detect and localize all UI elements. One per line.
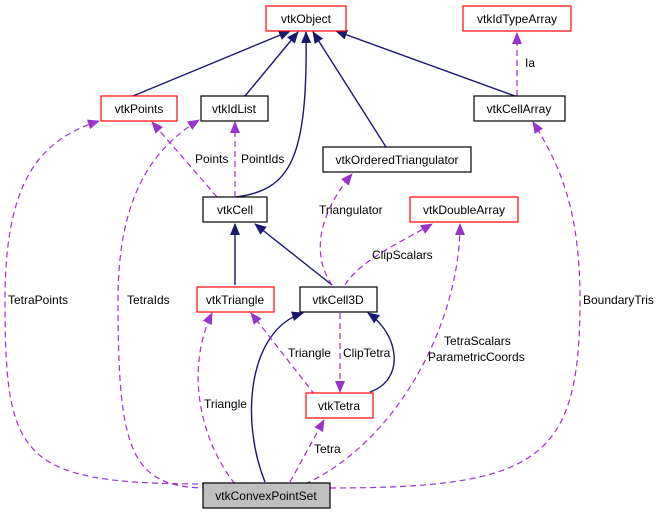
node-vtkconvexpointset[interactable]: vtkConvexPointSet: [202, 482, 331, 509]
edge-cellarray-to-object: [335, 30, 516, 97]
nodes: vtkObject vtkIdTypeArray vtkPoints vtkId…: [100, 5, 572, 509]
node-vtktriangle-label: vtkTriangle: [206, 293, 265, 307]
edge-idlist-to-object: [244, 31, 299, 97]
node-vtkcellarray-label: vtkCellArray: [487, 102, 552, 116]
edge-triangle-tetra: [250, 312, 316, 396]
node-vtkidlist[interactable]: vtkIdList: [200, 95, 269, 122]
edge-triangulator: [319, 173, 353, 286]
node-vtkcell3d-label: vtkCell3D: [312, 293, 364, 307]
edge-tetra-to-cell3d: [367, 312, 395, 393]
edge-boundarytris: [329, 121, 581, 489]
edge-label-pointids: PointIds: [241, 152, 284, 166]
node-vtkcell-label: vtkCell: [217, 203, 253, 217]
edge-label-triangulator: Triangulator: [319, 203, 383, 217]
node-vtktriangle[interactable]: vtkTriangle: [196, 286, 275, 313]
edge-tetra: [289, 419, 325, 483]
node-vtkpoints[interactable]: vtkPoints: [100, 95, 178, 122]
edge-label-tetra: Tetra: [314, 442, 341, 456]
edge-cell-to-object: [235, 31, 312, 198]
node-vtkobject[interactable]: vtkObject: [265, 5, 347, 32]
edge-labels: Ia Points PointIds Triangulator ClipScal…: [8, 56, 654, 456]
edge-label-tetraids: TetraIds: [127, 293, 170, 307]
edge-label-cliptetra: ClipTetra: [343, 346, 391, 360]
node-vtkidtypearray[interactable]: vtkIdTypeArray: [462, 5, 572, 32]
inheritance-edges: [132, 30, 516, 483]
edge-label-boundarytris: BoundaryTris: [583, 293, 654, 307]
node-vtktetra[interactable]: vtkTetra: [305, 392, 374, 419]
edge-tetraids: [117, 119, 209, 489]
usage-edges: [4, 32, 581, 489]
node-vtkcell[interactable]: vtkCell: [202, 196, 268, 223]
edge-tetrascalars: [304, 223, 465, 485]
edge-clipscalars: [344, 223, 433, 286]
edge-orderedtri-to-object: [312, 31, 387, 148]
node-vtkdoublearray-label: vtkDoubleArray: [423, 203, 505, 217]
node-vtkidtypearray-label: vtkIdTypeArray: [477, 12, 557, 26]
node-vtkconvexpointset-label: vtkConvexPointSet: [215, 489, 317, 503]
edge-points-to-object: [132, 30, 291, 97]
edge-label-clipscalars: ClipScalars: [372, 248, 433, 262]
edge-tetrapoints: [4, 119, 209, 485]
edge-triangle-convex: [197, 312, 236, 485]
node-vtkcell3d[interactable]: vtkCell3D: [299, 286, 378, 313]
edge-label-ia: Ia: [525, 56, 535, 70]
edge-label-triangle-convex: Triangle: [204, 397, 247, 411]
node-vtkcellarray[interactable]: vtkCellArray: [473, 95, 566, 122]
edge-label-tetrapoints: TetraPoints: [8, 293, 68, 307]
edge-label-tetrascalars: TetraScalars: [444, 334, 511, 348]
node-vtktetra-label: vtkTetra: [318, 399, 360, 413]
edge-label-parametriccoords: ParametricCoords: [428, 350, 525, 364]
node-vtkobject-label: vtkObject: [281, 12, 332, 26]
edge-cell3d-to-cell: [254, 223, 333, 286]
edge-label-triangle-tetra: Triangle: [288, 346, 331, 360]
edge-points: [151, 121, 218, 198]
node-vtkidlist-label: vtkIdList: [212, 102, 257, 116]
node-vtkorderedtriangulator-label: vtkOrderedTriangulator: [336, 153, 459, 167]
node-vtkpoints-label: vtkPoints: [115, 102, 164, 116]
edge-label-points: Points: [195, 152, 228, 166]
node-vtkorderedtriangulator[interactable]: vtkOrderedTriangulator: [322, 146, 472, 173]
edge-convex-to-cell3d: [250, 311, 304, 483]
node-vtkdoublearray[interactable]: vtkDoubleArray: [409, 196, 519, 223]
